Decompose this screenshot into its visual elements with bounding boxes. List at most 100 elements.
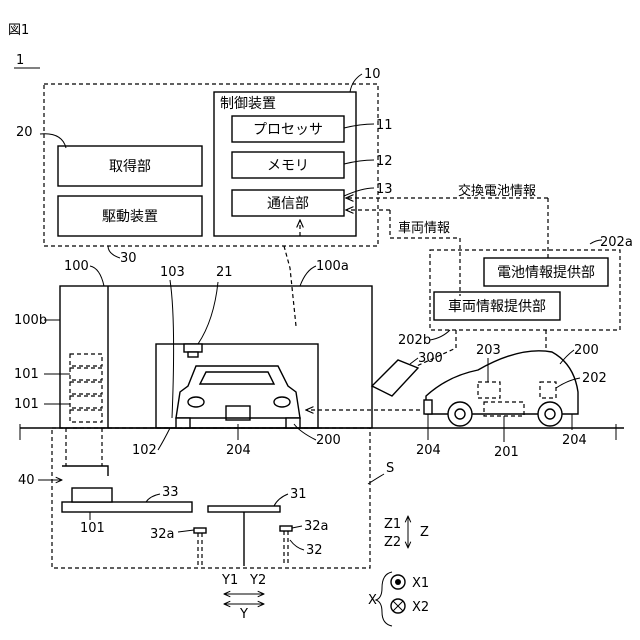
units-group-ref: 20 bbox=[16, 125, 33, 140]
vehicle-ref: 200 bbox=[574, 343, 599, 358]
x-axis-indicator: X X1 X2 bbox=[368, 572, 429, 626]
transfer-device-frame bbox=[62, 466, 108, 476]
y1-label: Y1 bbox=[221, 573, 238, 588]
battery-slot bbox=[70, 368, 102, 380]
figure-title: 図1 bbox=[8, 23, 29, 38]
support-pad-left bbox=[194, 528, 206, 533]
battery-info-provider-label: 電池情報提供部 bbox=[497, 265, 595, 281]
battery-slot bbox=[70, 410, 102, 422]
floor-ref: 102 bbox=[132, 443, 157, 458]
phone-ref: 300 bbox=[418, 351, 443, 366]
system-ref-label: 1 bbox=[16, 53, 24, 68]
drive-unit-leader bbox=[108, 246, 120, 258]
rail-leader bbox=[146, 494, 160, 502]
vehicle-ref-203: 203 bbox=[476, 343, 501, 358]
controller-ref: 10 bbox=[364, 67, 381, 82]
x-brace bbox=[376, 572, 392, 626]
support-pad-right bbox=[280, 526, 292, 531]
support-ref-a-right: 32a bbox=[304, 519, 329, 534]
car-front-tire-left bbox=[176, 418, 190, 428]
gate-leader bbox=[170, 280, 174, 418]
z2-label: Z2 bbox=[384, 535, 401, 550]
vehicle-leader bbox=[560, 350, 574, 364]
y-axis-indicator: Y1 Y2 Y bbox=[221, 573, 266, 622]
controller-leader bbox=[350, 74, 362, 92]
vehicle-wheel-ref-front: 204 bbox=[416, 443, 441, 458]
car-front-tire-right bbox=[286, 418, 300, 428]
vehicle-wheel-front bbox=[448, 402, 472, 426]
car-front-body bbox=[176, 366, 300, 418]
camera-ref: 21 bbox=[216, 265, 233, 280]
vehicle-wheel-ref-rear: 204 bbox=[562, 433, 587, 448]
rail bbox=[62, 502, 192, 512]
lift-leader bbox=[274, 494, 288, 506]
station-leader bbox=[90, 266, 104, 286]
processor-leader bbox=[344, 124, 374, 128]
support-ref-a-left-leader bbox=[178, 530, 194, 532]
x-label: X bbox=[368, 593, 377, 608]
underground-space: S 40 101 33 31 32a 32a 32 bbox=[18, 428, 394, 568]
z1-label: Z1 bbox=[384, 517, 401, 532]
smartphone-icon bbox=[372, 360, 418, 396]
exchange-battery-info-label: 交換電池情報 bbox=[458, 183, 536, 199]
camera-mount bbox=[184, 344, 202, 352]
car-in-bay: 204 200 bbox=[176, 366, 341, 458]
y2-label: Y2 bbox=[249, 573, 266, 588]
station-ref-b: 100b bbox=[14, 313, 47, 328]
memory-leader bbox=[344, 160, 374, 164]
camera-icon bbox=[188, 352, 198, 357]
vehicle-info-provider-ref: 202b bbox=[398, 333, 431, 348]
vehicle-info-label: 車両情報 bbox=[398, 221, 450, 236]
support-ref: 32 bbox=[306, 543, 323, 558]
vehicle-ref-202: 202 bbox=[582, 371, 607, 386]
battery-on-rail-ref: 101 bbox=[80, 521, 105, 536]
control-system-boundary bbox=[44, 84, 378, 246]
vehicle-wheel-rear bbox=[538, 402, 562, 426]
rail-ref: 33 bbox=[162, 485, 179, 500]
y-label: Y bbox=[239, 607, 248, 622]
acquisition-unit-label: 取得部 bbox=[109, 158, 151, 175]
smartphone: 300 bbox=[372, 351, 443, 396]
support-ref-a-right-leader bbox=[292, 526, 302, 528]
floor-leader bbox=[158, 428, 170, 450]
battery-slot bbox=[70, 382, 102, 394]
x1-label: X1 bbox=[412, 576, 429, 591]
drive-unit-label: 駆動装置 bbox=[102, 209, 158, 225]
battery-storage-rack bbox=[70, 354, 102, 422]
phone-leader bbox=[410, 358, 418, 364]
gate-ref: 103 bbox=[160, 265, 185, 280]
comm-ref: 13 bbox=[376, 182, 393, 197]
controller-label: 制御装置 bbox=[220, 96, 276, 112]
camera-leader bbox=[198, 282, 218, 344]
memory-label: メモリ bbox=[267, 158, 309, 174]
battery-slot bbox=[70, 354, 102, 366]
battery-slot bbox=[70, 396, 102, 408]
x1-dot-icon bbox=[395, 579, 401, 585]
vehicle-side: 200 203 202 201 204 204 bbox=[416, 343, 607, 460]
info-provider-group bbox=[430, 250, 620, 330]
station-ref-a: 100a bbox=[316, 259, 349, 274]
controller-block: 制御装置 10 プロセッサ 11 メモリ 12 通信部 13 bbox=[214, 67, 393, 236]
battery-on-rail bbox=[72, 488, 112, 502]
station-ref-a-leader bbox=[300, 266, 316, 286]
bay-vehicle-ref: 200 bbox=[316, 433, 341, 448]
lift-platform bbox=[208, 506, 280, 512]
battery-slot-ref-2: 101 bbox=[14, 397, 39, 412]
vehicle-info-provider-label: 車両情報提供部 bbox=[448, 298, 546, 315]
z-label: Z bbox=[420, 525, 429, 540]
comm-leader bbox=[344, 188, 374, 196]
transfer-ref: 40 bbox=[18, 473, 35, 488]
info-provider-group-ref: 202a bbox=[600, 235, 633, 250]
vehicle-info-provider-leader bbox=[430, 330, 450, 340]
comm-label: 通信部 bbox=[267, 196, 309, 212]
bay-battery-ref: 204 bbox=[226, 443, 251, 458]
support-ref-a-left: 32a bbox=[150, 527, 175, 542]
station-ref: 100 bbox=[64, 259, 89, 274]
processor-ref: 11 bbox=[376, 118, 393, 133]
support-leader bbox=[290, 540, 304, 550]
processor-label: プロセッサ bbox=[253, 122, 323, 138]
vehicle-front-light bbox=[424, 400, 432, 414]
memory-ref: 12 bbox=[376, 154, 393, 169]
drive-unit-ref: 30 bbox=[120, 251, 137, 266]
